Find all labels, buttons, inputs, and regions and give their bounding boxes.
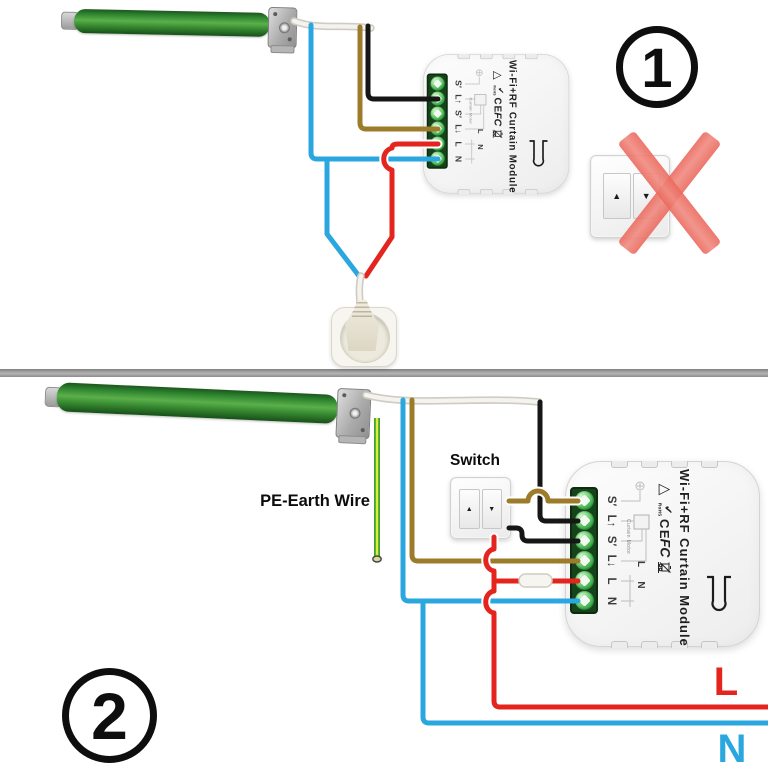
recycle-icon: △ <box>491 71 505 80</box>
keyhole-mark <box>529 140 548 167</box>
step-number-1: 1 <box>616 26 698 108</box>
motor-tube <box>56 382 339 424</box>
inner-neutral-label: N <box>475 144 485 150</box>
down-arrow-icon: ▼ <box>641 191 651 201</box>
pe-wire-tip <box>372 555 382 563</box>
rohs-check-icon: ✔RoHS <box>657 502 674 517</box>
terminal-screw <box>430 76 445 91</box>
motor-head <box>267 6 298 49</box>
step-number-2: 2 <box>62 668 157 763</box>
module-mount-tabs <box>457 189 538 195</box>
terminal-label: L↑ <box>453 94 462 104</box>
terminal-label: L↑ <box>605 514 617 528</box>
curtain-module: S′ L↑ S′ L↓ L N Curtain Motor L N △ ✔RoH… <box>565 461 760 648</box>
wire-motor-blue <box>308 22 441 162</box>
inner-neutral-label: N <box>635 581 647 589</box>
terminal-label: S′ <box>453 110 462 118</box>
switch-up-button: ▲ <box>459 489 480 529</box>
terminal-label: L↓ <box>605 554 617 568</box>
down-arrow-icon: ▼ <box>488 505 496 513</box>
terminal-label: L <box>605 577 617 585</box>
switch-up-button: ▲ <box>603 173 631 219</box>
terminal-screw <box>575 591 594 610</box>
recycle-icon: △ <box>656 483 674 496</box>
terminal-screw <box>575 491 594 510</box>
ce-mark-icon: CE <box>657 518 673 540</box>
tubular-motor <box>59 3 300 56</box>
module-mount-tabs <box>611 641 718 648</box>
inner-live-label: L <box>475 128 485 134</box>
terminal-screw <box>430 151 445 166</box>
terminal-screw <box>575 551 594 570</box>
live-label: L <box>713 660 739 704</box>
terminal-block <box>426 73 448 169</box>
motor-bracket <box>338 435 367 445</box>
terminal-screw <box>430 136 445 151</box>
curtain-motor-inner-label: Curtain Motor <box>468 97 473 124</box>
switch-label: Switch <box>450 452 500 469</box>
inner-live-label: L <box>635 560 647 568</box>
terminal-label: S′ <box>605 495 617 507</box>
terminal-label: L↓ <box>453 124 462 134</box>
motor-cable <box>363 392 542 405</box>
terminal-label: S′ <box>453 80 462 88</box>
pe-earth-wire-label: PE-Earth Wire <box>260 492 370 510</box>
motor-cable <box>290 17 375 32</box>
motor-cable <box>291 18 374 31</box>
wall-switch: ▲ ▼ <box>450 477 511 539</box>
switch-rockers: ▲ ▼ <box>459 489 502 529</box>
terminal-block <box>570 487 598 614</box>
ce-mark-icon: CE <box>492 97 504 113</box>
certification-marks: △ ✔RoHS CE FC <box>653 482 677 575</box>
red-cross-mark <box>617 130 721 256</box>
tubular-motor <box>42 375 378 448</box>
motor-shaft-hole <box>278 21 290 33</box>
module-brand-text: Wi-Fi+RF Curtain Module <box>677 469 692 647</box>
certification-marks: △ ✔RoHS CE FC <box>489 70 507 139</box>
weee-bin-icon <box>657 561 671 573</box>
rohs-check-icon: ✔RoHS <box>492 85 505 96</box>
terminal-label: L <box>453 141 462 147</box>
module-mount-tabs <box>457 54 538 60</box>
weee-bin-icon <box>492 129 503 138</box>
wire-connector <box>518 573 553 588</box>
motor-shaft-hole <box>349 407 361 419</box>
terminal-screw <box>430 106 445 121</box>
motor-head <box>335 387 372 440</box>
curtain-module: S′ L↑ S′ L↓ L N Curtain Motor L N △ ✔RoH… <box>423 54 570 195</box>
curtain-motor-inner-label: Curtain Motor <box>625 519 631 555</box>
module-brand-text: Wi-Fi+RF Curtain Module <box>507 60 519 194</box>
module-mount-tabs <box>611 461 718 468</box>
terminal-label: N <box>453 155 462 163</box>
terminal-screw <box>430 91 445 106</box>
terminal-screw <box>575 571 594 590</box>
terminal-screw <box>575 511 594 530</box>
section-divider <box>0 369 768 377</box>
motor-bracket <box>270 44 295 54</box>
fcc-mark-icon: FC <box>656 538 673 557</box>
terminal-label: N <box>605 596 617 606</box>
keyhole-mark <box>707 575 731 612</box>
fcc-mark-icon: FC <box>491 111 504 126</box>
internal-schematic <box>465 69 487 164</box>
terminal-label: S′ <box>605 535 617 547</box>
up-arrow-icon: ▲ <box>612 191 622 201</box>
up-arrow-icon: ▲ <box>465 505 473 513</box>
terminal-screw <box>430 121 445 136</box>
wire-plug-blue <box>324 156 362 279</box>
motor-tube <box>73 8 271 37</box>
neutral-label: N <box>717 727 747 768</box>
motor-cable <box>362 391 543 406</box>
terminal-screw <box>575 531 594 550</box>
switch-down-button: ▼ <box>481 489 502 529</box>
